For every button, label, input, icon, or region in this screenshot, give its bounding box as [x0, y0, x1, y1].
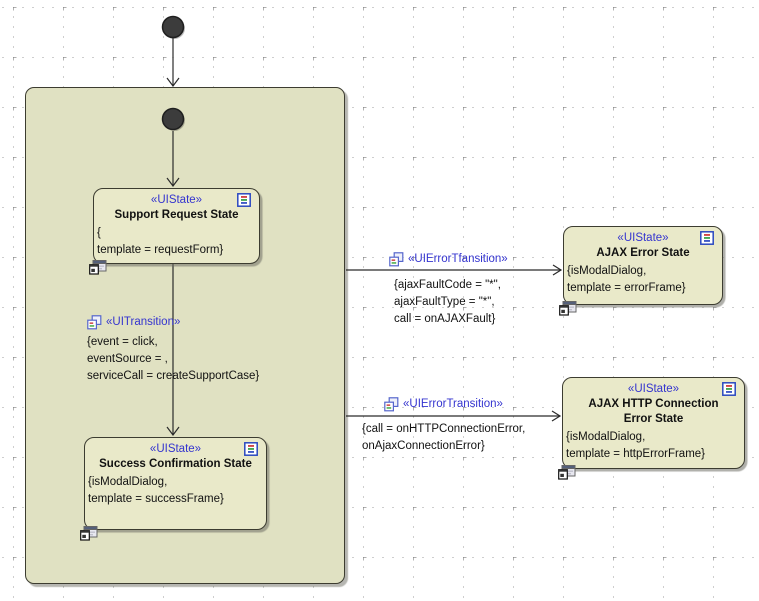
state-property: template = errorFrame}	[567, 282, 686, 294]
compartment-icon[interactable]	[237, 193, 251, 207]
transition-property: onAjaxConnectionError}	[362, 440, 485, 452]
transition-property: {event = click,	[87, 336, 158, 348]
transition-label-uierror-ajax[interactable]: «UIErrorTfansition»	[389, 251, 508, 267]
transition-property: call = onAJAXFault}	[394, 313, 496, 325]
stereotype-label: «UIState»	[617, 232, 669, 244]
window-form-icon	[558, 465, 576, 480]
state-success-confirmation[interactable]: «UIState» Success Confirmation State {is…	[84, 437, 267, 530]
state-title: Success Confirmation State	[99, 458, 252, 470]
transition-stereotype: «UIErrorTfansition»	[408, 253, 508, 265]
state-property: template = httpErrorFrame}	[566, 448, 706, 460]
transition-stereotype: «UIErrorTransition»	[403, 398, 503, 410]
compartment-icon[interactable]	[700, 231, 714, 245]
state-support-request[interactable]: «UIState» Support Request State { templa…	[93, 188, 260, 264]
stereotype-label: «UIState»	[149, 443, 202, 455]
transition-label-uierror-http[interactable]: «UIErrorTransition»	[384, 396, 503, 412]
state-property: {	[97, 227, 101, 239]
transition-property: eventSource = ,	[87, 353, 168, 365]
transition-label-uitransition[interactable]: «UITransition»	[87, 314, 180, 330]
transition-properties-uitransition[interactable]: {event = click, eventSource = , serviceC…	[87, 334, 259, 385]
transition-property: serviceCall = createSupportCase}	[87, 370, 260, 382]
window-form-icon	[89, 260, 107, 275]
state-property: {isModalDialog,	[567, 265, 647, 277]
stereotype-label: «UIState»	[150, 194, 203, 206]
transition-property: ajaxFaultType = "*",	[394, 296, 495, 308]
state-property: {isModalDialog,	[88, 476, 168, 488]
transition-stereotype: «UITransition»	[106, 316, 181, 328]
transition-property: {ajaxFaultCode = "*",	[394, 279, 501, 291]
window-form-icon	[559, 301, 577, 316]
stereotype-icon	[389, 252, 404, 267]
stereotype-icon	[87, 315, 102, 330]
compartment-icon[interactable]	[722, 382, 736, 396]
state-ajax-error[interactable]: «UIState» AJAX Error State {isModalDialo…	[563, 226, 723, 305]
state-property: {isModalDialog,	[566, 431, 646, 443]
transition-properties-uierror-http[interactable]: {call = onHTTPConnectionError, onAjaxCon…	[362, 421, 525, 455]
stereotype-icon	[384, 397, 399, 412]
stereotype-label: «UIState»	[627, 383, 680, 395]
state-property: template = requestForm}	[97, 244, 224, 256]
state-property: template = successFrame}	[88, 493, 224, 505]
state-title: Support Request State	[114, 209, 239, 221]
state-title: AJAX HTTP Connection Error State	[588, 398, 719, 425]
transition-properties-uierror-ajax[interactable]: {ajaxFaultCode = "*", ajaxFaultType = "*…	[394, 277, 501, 328]
state-ajax-http-connection-error[interactable]: «UIState» AJAX HTTP Connection Error Sta…	[562, 377, 745, 469]
window-form-icon	[80, 526, 98, 541]
state-title: AJAX Error State	[596, 247, 690, 259]
compartment-icon[interactable]	[244, 442, 258, 456]
transition-property: {call = onHTTPConnectionError,	[362, 423, 526, 435]
